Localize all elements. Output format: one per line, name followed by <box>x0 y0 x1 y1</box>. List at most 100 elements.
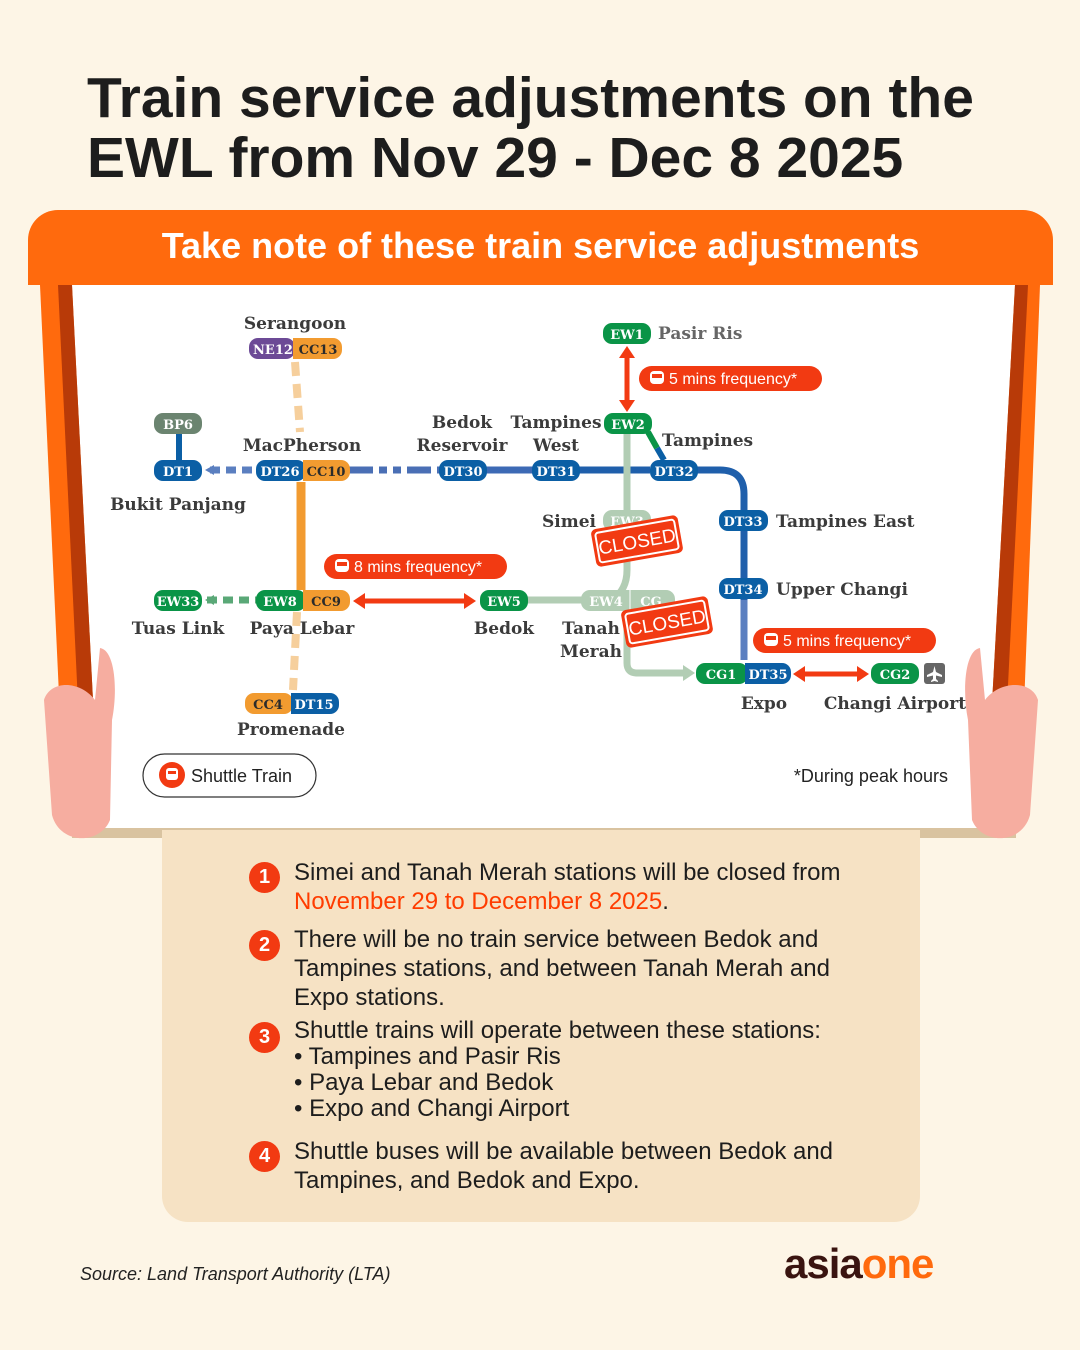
note-bullet: • Tampines and Pasir Ris <box>294 1043 561 1070</box>
svg-text:Simei: Simei <box>542 512 597 532</box>
train-icon <box>650 371 664 384</box>
page-title: Train service adjustments on the EWL fro… <box>87 66 974 190</box>
svg-text:CC10: CC10 <box>307 465 346 480</box>
svg-text:CG2: CG2 <box>880 668 911 683</box>
svg-text:EW4: EW4 <box>589 595 623 610</box>
note-number: 1 <box>249 862 280 893</box>
note-end: . <box>662 888 669 915</box>
station-bedok-reservoir: DT30 <box>439 460 487 481</box>
svg-text:Bedok: Bedok <box>474 619 535 639</box>
svg-text:MacPherson: MacPherson <box>243 436 361 456</box>
svg-text:Pasir Ris: Pasir Ris <box>658 324 742 344</box>
svg-text:DT34: DT34 <box>723 583 762 598</box>
svg-text:West: West <box>532 436 579 456</box>
svg-text:BP6: BP6 <box>163 418 193 433</box>
asiaone-logo: asiaone <box>784 1240 935 1288</box>
svg-text:Bedok: Bedok <box>432 413 493 433</box>
banner: Take note of these train service adjustm… <box>28 210 1053 285</box>
note-bullet: • Expo and Changi Airport <box>294 1095 570 1122</box>
svg-text:EW8: EW8 <box>263 595 297 610</box>
svg-text:Tampines: Tampines <box>510 413 601 433</box>
train-icon <box>764 633 778 646</box>
note-number: 4 <box>249 1141 280 1172</box>
note-item: Shuttle buses will be available between … <box>294 1138 834 1194</box>
svg-text:CC4: CC4 <box>253 698 283 713</box>
svg-text:DT15: DT15 <box>294 698 333 713</box>
svg-text:Serangoon: Serangoon <box>244 314 346 334</box>
svg-text:8 mins frequency*: 8 mins frequency* <box>354 559 482 576</box>
svg-text:EW2: EW2 <box>611 418 645 433</box>
svg-text:EW5: EW5 <box>487 595 521 610</box>
svg-text:CC9: CC9 <box>311 595 341 610</box>
note-number: 2 <box>249 930 280 961</box>
note-text: Simei and Tanah Merah stations will be c… <box>294 859 841 886</box>
svg-text:Tampines: Tampines <box>662 431 753 451</box>
peak-hours-note: *During peak hours <box>794 766 948 786</box>
svg-text:Expo: Expo <box>741 694 787 714</box>
svg-text:DT33: DT33 <box>723 515 762 530</box>
note-item: There will be no train service between B… <box>294 926 830 1011</box>
notes-panel <box>162 830 920 1222</box>
map-lines <box>176 361 748 691</box>
station-changi-airport: CG2 <box>871 663 919 684</box>
closed-stamp-tanah-merah: CLOSED <box>621 596 713 648</box>
svg-text:Reservoir: Reservoir <box>417 436 509 456</box>
source-credit: Source: Land Transport Authority (LTA) <box>80 1264 391 1284</box>
frequency-badge-paya-lebar: 8 mins frequency* <box>324 554 507 579</box>
svg-text:Upper Changi: Upper Changi <box>776 580 908 600</box>
note-bullet: • Paya Lebar and Bedok <box>294 1069 554 1096</box>
svg-text:EW33: EW33 <box>157 595 200 610</box>
logo-part: asia <box>784 1240 863 1287</box>
note-item: Shuttle trains will operate between thes… <box>294 1018 894 1122</box>
svg-text:DT31: DT31 <box>536 465 575 480</box>
station-bukit-panjang: DT1 <box>154 460 202 481</box>
svg-text:Shuttle Train: Shuttle Train <box>191 766 292 786</box>
legend-shuttle-train: Shuttle Train <box>142 753 317 798</box>
station-serangoon: NE12 CC13 <box>249 338 342 359</box>
svg-text:DT1: DT1 <box>163 465 193 480</box>
station-pasir-ris: EW1 <box>603 323 651 344</box>
station-tampines-west: DT31 <box>532 460 580 481</box>
note-highlight: November 29 to December 8 2025 <box>294 888 663 915</box>
svg-text:NE12: NE12 <box>253 343 293 358</box>
svg-text:DT26: DT26 <box>260 465 299 480</box>
curtain-right-fold <box>990 285 1028 745</box>
station-labels: Serangoon MacPherson Bukit Panjang Bedok… <box>110 314 966 740</box>
map-board <box>72 285 1016 830</box>
shuttle-arrows[interactable] <box>353 346 869 682</box>
svg-text:5 mins frequency*: 5 mins frequency* <box>669 371 797 388</box>
hand-right <box>965 648 1038 839</box>
svg-text:Paya Lebar: Paya Lebar <box>250 619 356 639</box>
svg-text:DT35: DT35 <box>748 668 787 683</box>
station-tampines-dt: DT32 <box>650 460 698 481</box>
station-upper-changi: DT34 <box>719 578 768 599</box>
frequency-badge-pasir-ris: 5 mins frequency* <box>639 366 822 391</box>
airplane-icon <box>924 663 945 684</box>
svg-text:DT30: DT30 <box>443 465 482 480</box>
svg-text:EW1: EW1 <box>610 328 644 343</box>
station-paya-lebar: EW8 CC9 <box>256 590 350 611</box>
station-tampines-east: DT33 <box>719 510 768 531</box>
train-icon <box>335 559 349 572</box>
svg-text:Tampines East: Tampines East <box>776 512 915 532</box>
curtain-left-fold <box>58 285 95 745</box>
svg-text:Changi Airport: Changi Airport <box>824 694 966 714</box>
svg-text:Bukit Panjang: Bukit Panjang <box>110 495 246 515</box>
closed-stamp-simei: CLOSED <box>591 515 683 567</box>
note-item: Simei and Tanah Merah stations will be c… <box>294 858 894 916</box>
station-tuas-link: EW33 <box>154 590 202 611</box>
station-macpherson: DT26 CC10 <box>256 460 350 481</box>
logo-part: one <box>861 1240 935 1287</box>
station-promenade: CC4 DT15 <box>245 693 339 714</box>
svg-text:Promenade: Promenade <box>237 720 345 740</box>
station-bedok: EW5 <box>480 590 528 611</box>
frequency-badge-expo: 5 mins frequency* <box>753 628 936 653</box>
station-tampines-ew: EW2 <box>604 413 652 434</box>
svg-text:Tanah: Tanah <box>562 619 620 639</box>
station-bp6: BP6 <box>154 413 202 434</box>
svg-text:CC13: CC13 <box>299 343 338 358</box>
note-text: Shuttle trains will operate between thes… <box>294 1017 821 1044</box>
